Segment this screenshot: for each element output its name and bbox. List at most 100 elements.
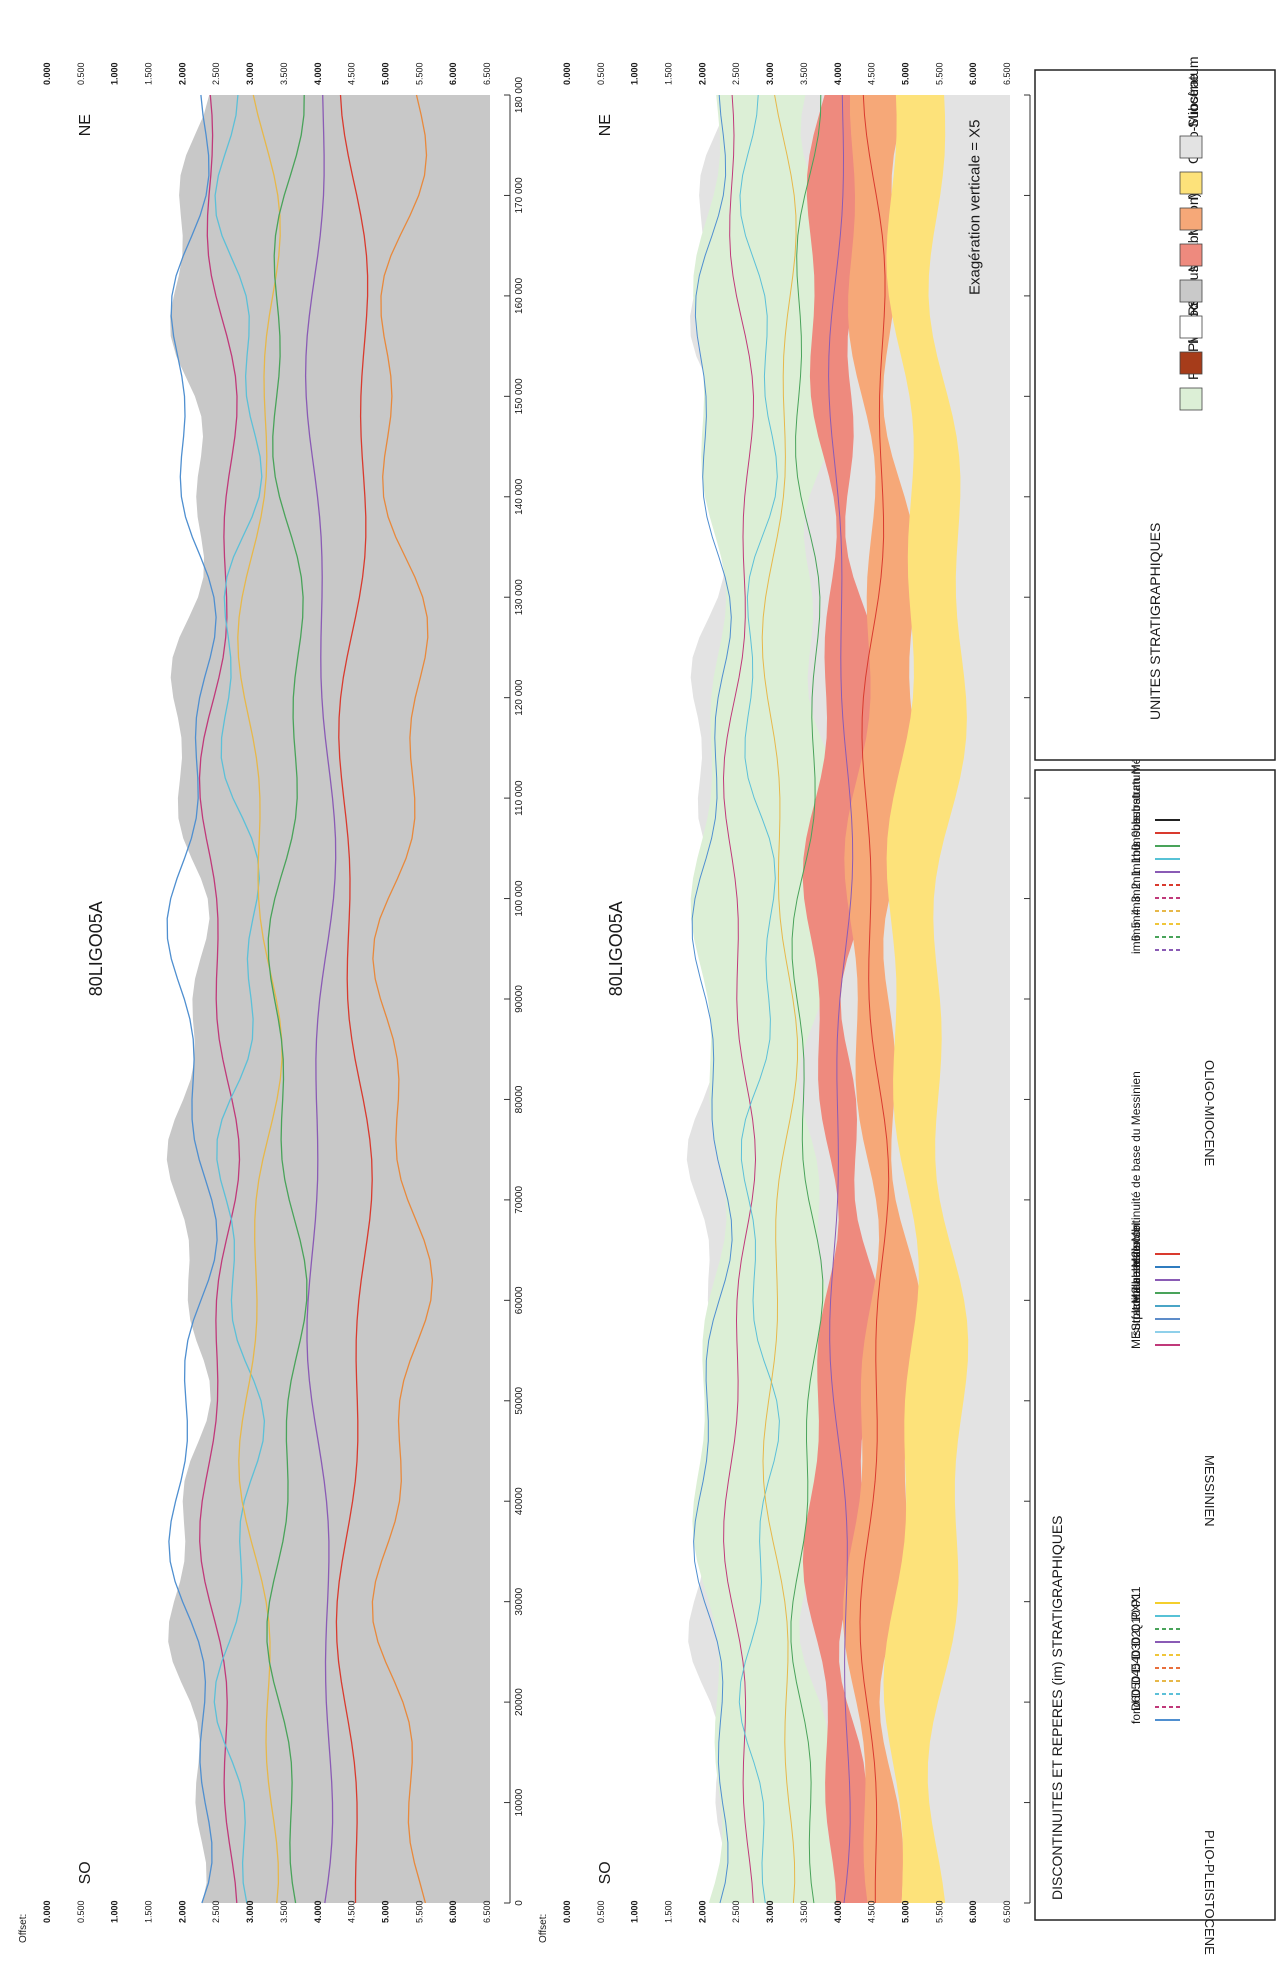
depth-tick-label-top: 3.000	[245, 62, 255, 85]
depth-tick-label-top: 2.500	[731, 62, 741, 85]
depth-tick-label-bottom: 4.500	[347, 1900, 357, 1923]
depth-tick-label-top: 0.500	[596, 62, 606, 85]
depth-tick-label-bottom: 0.000	[42, 1900, 52, 1923]
legend-group-title: OLIGO-MIOCENE	[1202, 1060, 1217, 1167]
depth-tick-label-bottom: 3.500	[799, 1900, 809, 1923]
legend-item-label: discontinuité de base du Messinien	[1129, 1071, 1143, 1258]
legend-item-label: D40	[1129, 1650, 1143, 1672]
legend-item-label: Q10	[1129, 1610, 1143, 1633]
offset-tick-label: 90000	[514, 985, 525, 1013]
horizon-line	[691, 94, 733, 1904]
depth-tick-label-bottom: 0.500	[76, 1900, 86, 1923]
legend-item-label: toit du sel	[1129, 1259, 1143, 1310]
depth-tick-label-bottom: 3.000	[765, 1900, 775, 1923]
depth-tick-label-bottom: 4.000	[313, 1900, 323, 1923]
legend-box-units	[1034, 69, 1276, 761]
depth-tick-label-bottom: 2.500	[211, 1900, 221, 1923]
section-end-so: SO	[597, 1861, 614, 1884]
section-end-ne: NE	[597, 114, 614, 136]
legend-item-label: im1bis	[1129, 841, 1143, 876]
depth-tick-label-top: 2.500	[211, 62, 221, 85]
depth-tick-label-bottom: 5.500	[414, 1900, 424, 1923]
depth-tick-label-top: 4.000	[833, 62, 843, 85]
depth-tick-label-top: 1.500	[144, 62, 154, 85]
offset-tick-label: 150 000	[514, 378, 525, 415]
horizon-line	[738, 94, 780, 1904]
legend-item-label: base M2	[1129, 1251, 1143, 1297]
offset-tick-label: 50000	[514, 1386, 525, 1414]
legend-item-label: D45	[1129, 1663, 1143, 1685]
offset-label: Offset:	[538, 1914, 549, 1943]
depth-tick-label-bottom: 4.000	[833, 1900, 843, 1923]
depth-tick-label-top: 3.500	[279, 62, 289, 85]
offset-tick-label: 130 000	[514, 579, 525, 616]
horizon-line	[859, 94, 890, 1903]
legend-item-label: toit M2	[1129, 1287, 1143, 1323]
horizon-line	[335, 94, 373, 1903]
depth-tick-label-bottom: 6.000	[968, 1900, 978, 1923]
legend-item-label: im1	[1129, 869, 1143, 889]
unit-mb	[802, 95, 883, 1903]
horizon-line	[198, 94, 241, 1904]
legend-item-label: base du sel	[1129, 1223, 1143, 1284]
legend-unit-swatch	[1179, 207, 1203, 231]
depth-tick-label-bottom: 1.000	[630, 1900, 640, 1923]
legend-units: UNITES STRATIGRAPHIQUESPlio-PléistocèneM…	[1034, 56, 1276, 761]
horizon-line	[166, 94, 218, 1904]
depth-tick-label-bottom: 6.500	[1002, 1900, 1012, 1923]
depth-tick-label-top: 5.500	[414, 62, 424, 85]
offset-tick-label: 80000	[514, 1085, 525, 1113]
horizon-line	[828, 94, 854, 1904]
legend-item-label: im5	[1129, 921, 1143, 941]
depth-tick-label-bottom: 1.500	[664, 1900, 674, 1923]
depth-tick-label-bottom: 5.000	[900, 1900, 910, 1923]
legend-unit-swatch	[1179, 279, 1203, 303]
legend-group-title: MESSINIEN	[1202, 1455, 1217, 1527]
offset-tick-label: 60000	[514, 1286, 525, 1314]
seismic-background	[166, 95, 491, 1903]
legend-unit-label: M3 (Résidus d'abrasion)	[1185, 193, 1201, 344]
depth-tick-label-top: 2.000	[177, 62, 187, 85]
horizon-line	[371, 94, 434, 1904]
offset-tick-label: 110 000	[514, 780, 525, 816]
depth-tick-label-top: 1.000	[630, 62, 640, 85]
depth-tick-label-top: 0.000	[562, 62, 572, 85]
section-title: 80LIGO05A	[606, 901, 626, 996]
depth-tick-label-top: 6.500	[1002, 62, 1012, 85]
offset-tick-label: 0	[514, 1900, 525, 1906]
depth-tick-label-top: 6.000	[968, 62, 978, 85]
legend-unit-label: Substratum	[1185, 56, 1201, 128]
offset-tick-label: 140 000	[514, 478, 525, 515]
depth-tick-label-bottom: 2.000	[697, 1900, 707, 1923]
depth-tick-label-bottom: 6.000	[448, 1900, 458, 1923]
offset-tick-label: 40000	[514, 1487, 525, 1515]
legend-unit-swatch	[1179, 135, 1203, 159]
section-panel-2: Exagération verticale = X501000020000300…	[538, 62, 1045, 1943]
depth-tick-label-bottom: 5.000	[380, 1900, 390, 1923]
legend-unit-swatch	[1179, 171, 1203, 195]
offset-tick-label: 30000	[514, 1587, 525, 1615]
legend-item-label: P11	[1129, 1586, 1143, 1607]
depth-tick-label-top: 4.000	[313, 62, 323, 85]
offset-tick-label: 20000	[514, 1688, 525, 1716]
horizon-line	[722, 94, 757, 1904]
unit-oligo-miocene	[883, 95, 969, 1903]
unit-ma	[843, 95, 923, 1903]
depth-tick-label-bottom: 0.000	[562, 1900, 572, 1923]
depth-tick-label-bottom: 1.500	[144, 1900, 154, 1923]
legend-item-label: im0bis	[1129, 815, 1143, 850]
depth-tick-label-top: 4.500	[867, 62, 877, 85]
legend-item-label: D20	[1129, 1624, 1143, 1646]
legend-title-units: UNITES STRATIGRAPHIQUES	[1147, 523, 1163, 720]
unit-plio-pleistocene	[690, 95, 843, 1903]
depth-tick-label-top: 6.500	[482, 62, 492, 85]
depth-tick-label-bottom: 0.500	[596, 1900, 606, 1923]
offset-tick-label: 160 000	[514, 277, 525, 314]
legend-item-label: im2	[1129, 882, 1143, 902]
offset-tick-label: 10000	[514, 1788, 525, 1816]
section-end-ne: NE	[77, 114, 94, 136]
legend-item-label: im0	[1129, 843, 1143, 863]
legend-title-discontinuities: DISCONTINUITES ET REPERES (im) STRATIGRA…	[1049, 1515, 1065, 1900]
